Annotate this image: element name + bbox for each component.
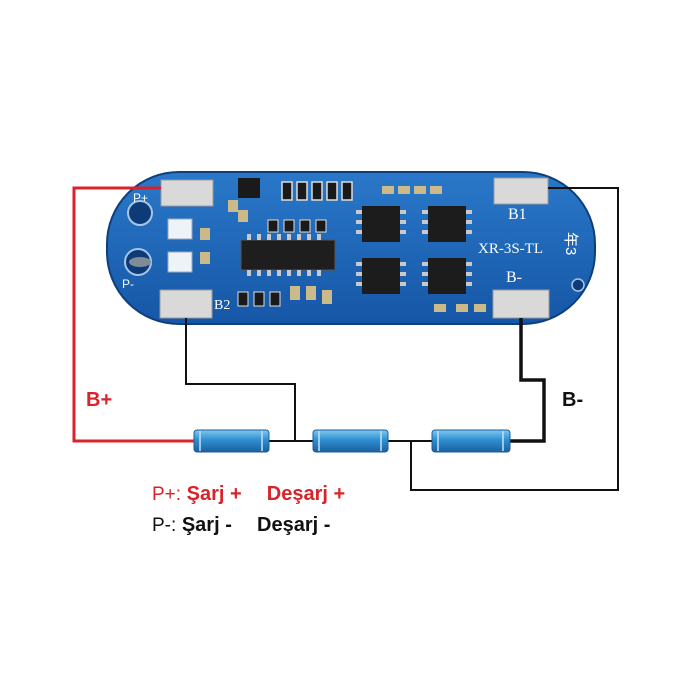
b1-wire <box>410 187 619 491</box>
pad-label-b2: B2 <box>214 298 230 313</box>
legend-negative-discharge: Deşarj - <box>257 514 331 536</box>
pad-b2 <box>159 289 213 319</box>
mount-hole-top <box>127 200 153 226</box>
protection-ic <box>240 239 336 271</box>
legend-positive-key: P+: <box>152 484 182 505</box>
pad-label-b-minus: B- <box>506 269 522 286</box>
battery-cells <box>193 429 511 453</box>
legend-positive-charge: Şarj + <box>186 483 242 505</box>
board-side-mark: 年3 <box>562 232 579 255</box>
pad-b1 <box>493 177 549 205</box>
b-plus-label: B+ <box>86 389 112 411</box>
legend-negative: P-: Şarj - Deşarj - <box>152 514 330 537</box>
battery-cell <box>193 429 270 453</box>
legend-positive: P+: Şarj + Deşarj + <box>152 483 345 506</box>
bms-board: P+ P- B2 B1 B- XR-3S-TL 年3 <box>106 171 596 325</box>
pad-label-p-minus: P- <box>122 277 134 291</box>
b-minus-wire <box>510 318 546 443</box>
mount-hole-right <box>571 278 585 292</box>
legend-negative-charge: Şarj - <box>181 514 232 536</box>
smd-components <box>200 178 486 312</box>
protection-ic-pins <box>247 234 321 276</box>
pad-b-minus <box>492 289 550 319</box>
b2-wire <box>185 318 296 441</box>
pad-label-p-plus: P+ <box>133 191 148 205</box>
pad-label-b1: B1 <box>508 206 527 223</box>
test-pad-lower <box>167 251 193 273</box>
wiring <box>72 186 619 491</box>
battery-cell <box>431 429 511 453</box>
board-model-label: XR-3S-TL <box>478 241 543 257</box>
b-plus-wire <box>72 186 194 443</box>
diode-component <box>129 257 151 267</box>
mosfet-array <box>356 206 472 294</box>
legend-negative-key: P-: <box>152 515 177 536</box>
b-minus-label: B- <box>562 389 583 411</box>
pad-p-plus <box>160 179 214 207</box>
legend-positive-discharge: Deşarj + <box>266 483 346 505</box>
test-pad-upper <box>167 218 193 240</box>
battery-cell <box>312 429 389 453</box>
